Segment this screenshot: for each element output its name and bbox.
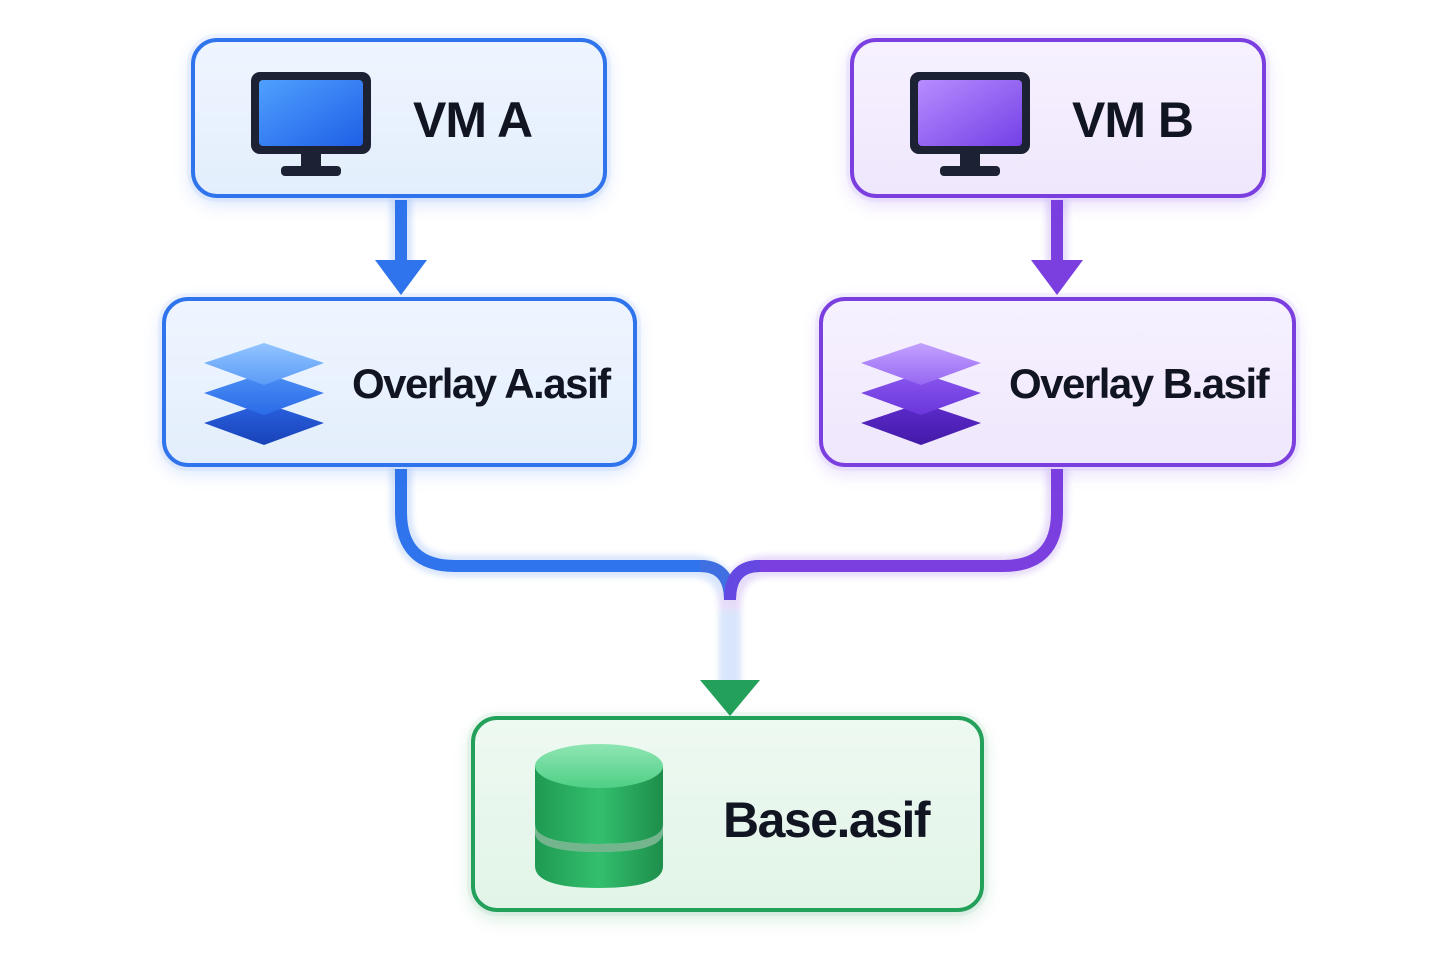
database-icon bbox=[535, 744, 663, 888]
overlay-a-node[interactable]: Overlay A.asif bbox=[162, 297, 637, 467]
edge-overlay-b-to-base bbox=[724, 469, 1063, 601]
base-node[interactable]: Base.asif bbox=[471, 716, 984, 912]
monitor-icon bbox=[910, 72, 1030, 176]
arrowhead-base bbox=[700, 680, 760, 716]
edge-overlay-a-to-base bbox=[395, 469, 736, 601]
overlay-b-label: Overlay B.asif bbox=[1009, 360, 1270, 407]
layers-icon bbox=[861, 343, 981, 445]
vm-b-node[interactable]: VM B bbox=[850, 38, 1266, 198]
layers-icon bbox=[204, 343, 324, 445]
vm-a-label: VM A bbox=[413, 92, 533, 148]
monitor-icon bbox=[251, 72, 371, 176]
vm-a-node[interactable]: VM A bbox=[191, 38, 607, 198]
arrowhead-overlay-b bbox=[1031, 260, 1083, 295]
arrowhead-overlay-a bbox=[375, 260, 427, 295]
vm-b-label: VM B bbox=[1072, 92, 1194, 148]
overlay-b-node[interactable]: Overlay B.asif bbox=[819, 297, 1296, 467]
base-label: Base.asif bbox=[723, 792, 931, 848]
overlay-a-label: Overlay A.asif bbox=[352, 360, 611, 407]
